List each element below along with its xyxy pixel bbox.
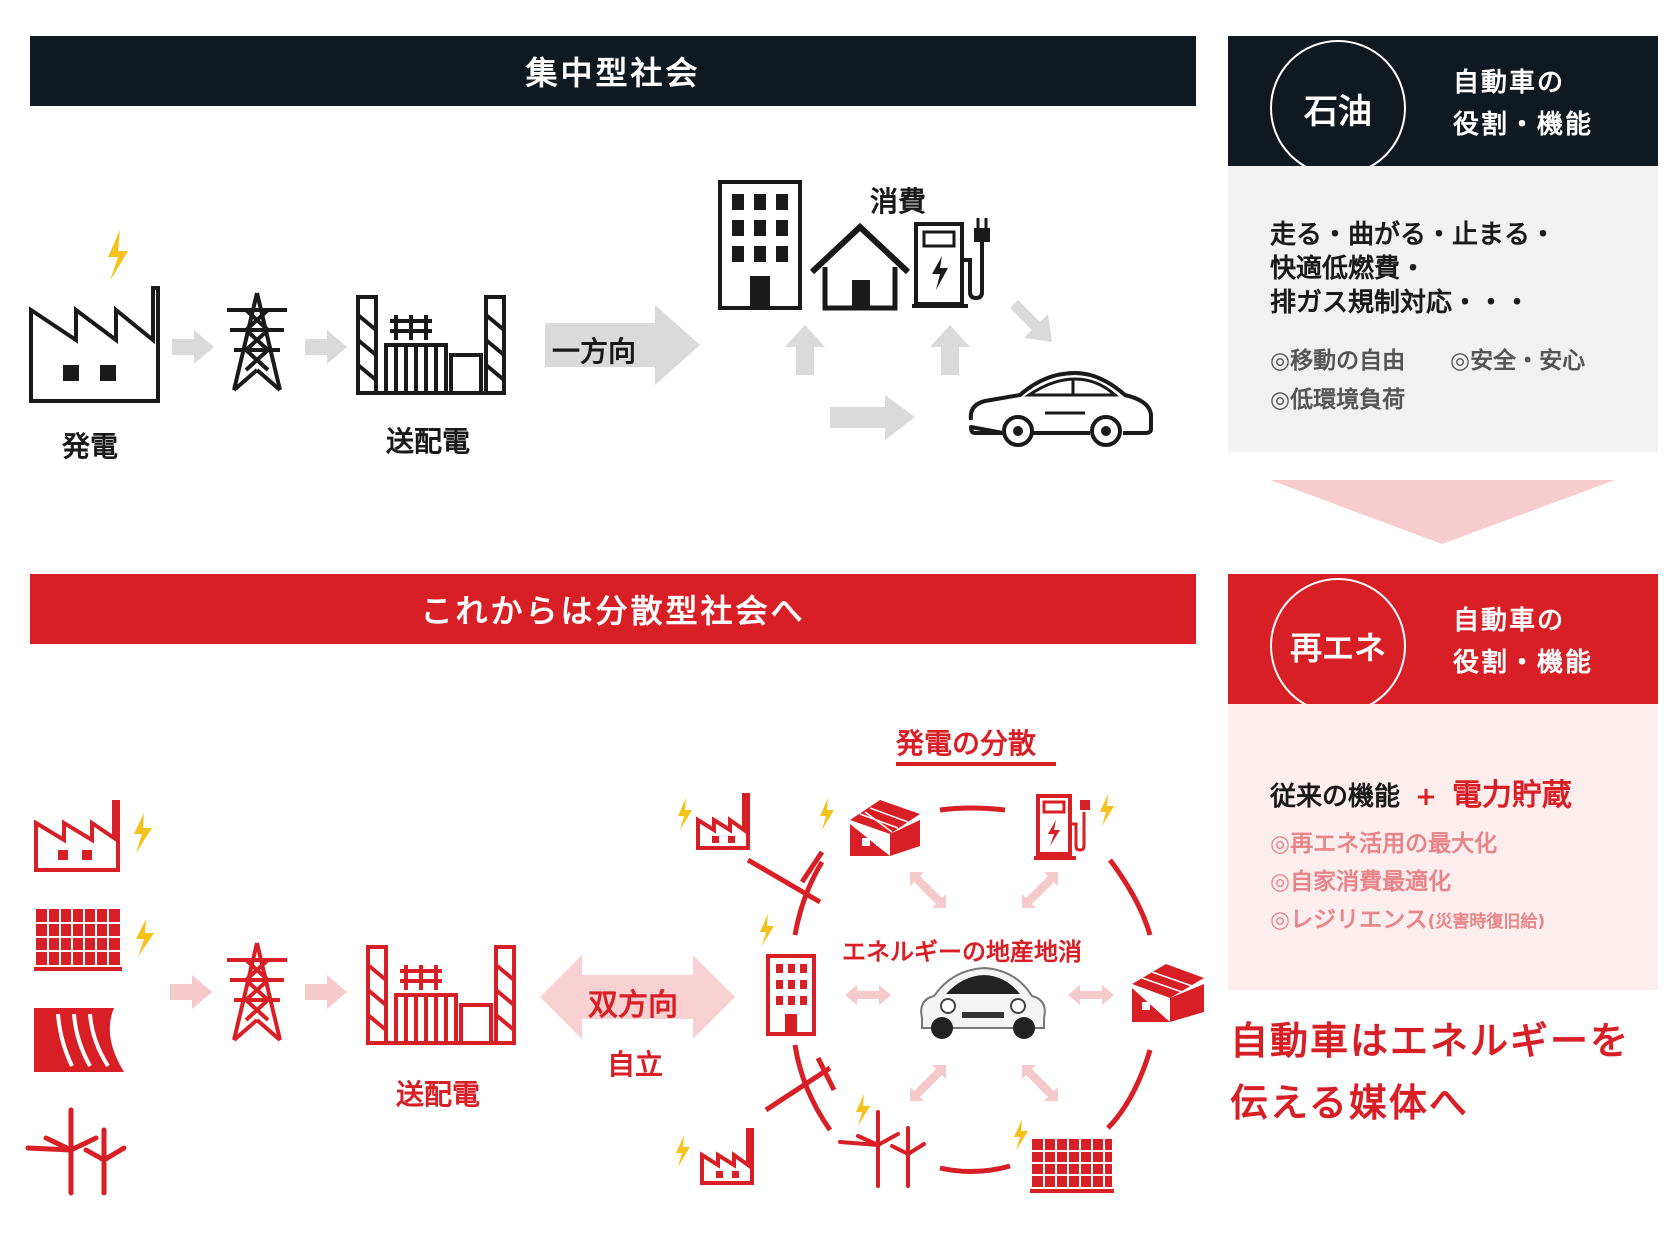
local-grid-ring [746,805,1153,1175]
lightning-icon [760,914,774,946]
oil-circle: 石油 [1270,40,1406,176]
renewable-highlight: 電力貯蔵 [1451,778,1572,813]
flow-arrow-icon [845,985,891,1005]
flow-arrow-icon [1022,1065,1058,1101]
oil-role-line2: 役割・機能 [1453,110,1594,140]
substation-icon [366,945,516,1045]
renewable-item-3: ◎レジリエンス [1270,907,1428,933]
solar-panel-icon [34,909,154,971]
renewable-role-line2: 役割・機能 [1453,648,1594,678]
centralized-title-bar: 集中型社会 [30,36,1196,106]
arrow-up-icon [930,325,970,375]
arrow-right-icon [830,395,915,440]
factory-icon [676,1128,754,1185]
conclusion-line1: 自動車はエネルギーを [1230,1019,1631,1063]
transmission-tower-icon [227,292,287,392]
conclusion-line2: 伝える媒体へ [1230,1081,1469,1125]
local-production-label: エネルギーの地産地消 [842,938,1082,966]
flow-arrow-icon [910,872,946,908]
lightning-icon [1100,794,1114,826]
renewable-panel-body: 従来の機能 + 電力貯蔵 ◎再エネ活用の最大化 ◎自家消費最適化 ◎レジリエンス… [1228,704,1658,990]
centralized-title: 集中型社会 [525,54,701,92]
one-way-label: 一方向 [552,335,637,368]
ev-car-icon [920,966,1046,1039]
lightning-icon [108,230,128,281]
arrow-diagonal-icon [1010,300,1052,342]
arrow-right-icon [305,330,347,364]
oil-panel-header: 石油 自動車の 役割・機能 [1228,36,1658,176]
flow-arrow-icon [910,1065,946,1101]
arrow-right-icon [172,330,214,364]
arrow-right-icon [170,975,212,1009]
oil-function-3: 排ガス規制対応・・・ [1270,288,1531,318]
arrow-up-icon [785,325,825,375]
building-icon [760,914,816,1036]
oil-circle-label: 石油 [1304,91,1372,132]
substation-icon [356,295,506,395]
generation-label: 発電 [62,430,119,463]
oil-role-line1: 自動車の [1453,68,1566,98]
one-way-arrow [545,305,700,385]
flow-arrow-icon [1022,872,1058,908]
renewable-base: 従来の機能 [1270,782,1401,812]
lightning-icon [134,813,152,853]
renewable-role: 自動車の 役割・機能 [1453,600,1593,684]
factory-icon [678,793,750,850]
ev-charger-icon [1034,794,1114,860]
lightning-icon [136,919,154,957]
transmission-tower-icon [227,942,287,1042]
consumption-label: 消費 [870,185,927,218]
oil-functions: 走る・曲がる・止まる・ 快適低燃費・ 排ガス規制対応・・・ [1270,218,1556,320]
decentralized-transmission-label: 送配電 [396,1078,481,1111]
independence-label: 自立 [607,1048,664,1081]
wind-turbine-icon [25,1107,127,1196]
renewable-plus: + [1415,782,1437,812]
distributed-generation-underline [896,762,1056,766]
bidirectional-label: 双方向 [588,988,678,1023]
distributed-generation-label: 発電の分散 [896,727,1037,760]
renewable-item-2: ◎自家消費最適化 [1270,869,1452,895]
decentralized-title: これからは分散型社会へ [420,592,806,630]
house-solar-icon [1132,964,1204,1022]
oil-function-2: 快適低燃費・ [1270,254,1427,284]
transmission-label: 送配電 [386,425,471,458]
lightning-icon [856,1094,870,1126]
bidirectional-arrow [540,955,735,1039]
oil-item-2: ◎安全・安心 [1450,348,1586,374]
decentralized-title-bar: これからは分散型社会へ [30,574,1196,644]
lightning-icon [1014,1119,1028,1151]
factory-icon [29,230,160,403]
oil-function-1: 走る・曲がる・止まる・ [1270,220,1557,250]
dam-icon [34,1008,124,1072]
lightning-icon [676,1135,690,1167]
renewable-panel-header: 再エネ 自動車の 役割・機能 [1228,574,1658,714]
solar-panel-icon [1014,1119,1114,1193]
renewable-item-1: ◎再エネ活用の最大化 [1270,831,1498,857]
building-icon [718,180,802,310]
factory-icon [34,800,152,872]
renewable-circle-label: 再エネ [1289,629,1386,667]
arrow-right-icon [305,975,347,1009]
house-solar-icon [820,798,920,856]
ev-charger-icon [912,218,990,308]
oil-role: 自動車の 役割・機能 [1453,62,1593,146]
lightning-icon [678,798,692,830]
car-icon [968,371,1153,447]
oil-item-3: ◎低環境負荷 [1270,387,1406,413]
renewable-role-line1: 自動車の [1453,606,1566,636]
renewable-circle: 再エネ [1270,578,1406,714]
oil-item-1: ◎移動の自由 [1270,348,1406,374]
oil-panel-body: 走る・曲がる・止まる・ 快適低燃費・ 排ガス規制対応・・・ ◎移動の自由 ◎安全… [1228,166,1658,452]
house-icon [809,222,911,311]
transition-arrow [1270,480,1615,544]
renewable-item-3-wrap: ◎レジリエンス(災害時復旧給) [1270,900,1545,934]
wind-turbine-icon [838,1094,926,1188]
renewable-item-3-note: (災害時復旧給) [1427,912,1546,932]
flow-arrow-icon [1068,985,1114,1005]
lightning-icon [820,798,834,830]
renewable-function-line: 従来の機能 + 電力貯蔵 [1270,770,1572,814]
